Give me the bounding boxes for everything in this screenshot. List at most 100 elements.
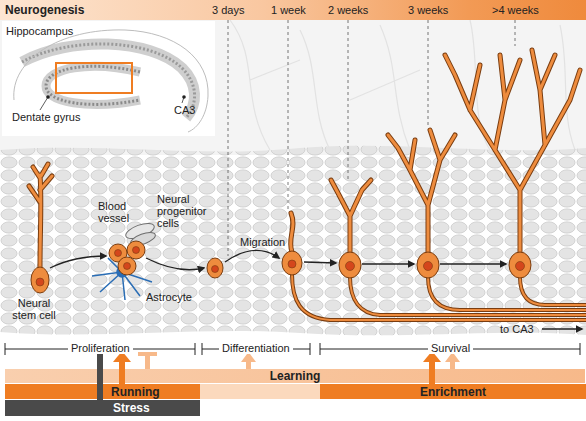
nuclei	[133, 247, 140, 254]
nuclei	[36, 247, 525, 287]
cell-bodies	[339, 252, 361, 278]
band-label: Stress	[113, 401, 150, 415]
stage-brackets	[202, 343, 310, 355]
hippocampus-inset	[46, 95, 50, 99]
cell-bodies	[31, 241, 531, 293]
learning-survival-arrow	[450, 361, 455, 369]
nuclei	[346, 262, 355, 271]
band-gap	[200, 384, 320, 399]
nuclei	[516, 262, 525, 271]
nuclei	[124, 263, 131, 270]
time-marker-lines	[228, 20, 229, 256]
hippocampus-inset	[2, 21, 215, 136]
development-arrows	[50, 256, 106, 268]
axons	[292, 274, 586, 320]
stage-brackets	[5, 343, 580, 355]
hippocampus-inset	[2, 21, 215, 136]
nuclei	[424, 262, 433, 271]
dendrites	[29, 50, 580, 268]
enrichment-band: Enrichment	[320, 384, 586, 399]
time-label: 3 days	[212, 4, 244, 16]
development-arrows	[50, 250, 582, 329]
region-label: Dentate gyrus	[12, 111, 80, 123]
hippocampus-inset	[46, 66, 140, 104]
learning-arrow	[241, 352, 256, 369]
development-arrows	[146, 258, 204, 270]
region-label: Hippocampus	[6, 25, 73, 37]
cell-bodies	[282, 251, 302, 275]
learning-arrow	[246, 361, 251, 369]
stress-band: Stress	[5, 400, 200, 416]
nuclei	[288, 260, 296, 268]
cell-bodies	[417, 252, 439, 278]
stage-label: Proliferation	[68, 342, 133, 354]
projection-label: to CA3	[500, 323, 534, 335]
dendrites	[29, 50, 580, 268]
cell-bodies	[509, 252, 531, 278]
band-label: Running	[111, 385, 160, 399]
band-label: Learning	[270, 369, 321, 383]
stage-label: Survival	[428, 342, 473, 354]
nuclei	[115, 250, 122, 257]
nuclei	[36, 278, 44, 286]
development-arrows	[304, 262, 336, 263]
learning-survival-arrow	[445, 352, 460, 369]
dendrites	[29, 50, 580, 268]
enrichment-arrow	[429, 361, 435, 384]
time-label: >4 weeks	[492, 4, 539, 16]
time-marker-lines	[348, 20, 349, 182]
cell-label: Blood vessel	[98, 200, 140, 224]
learning-inhibition	[138, 352, 157, 369]
time-marker-lines	[515, 20, 516, 46]
time-marker-lines	[228, 20, 515, 256]
cell-label: Neural progenitor cells	[157, 193, 217, 229]
stress-inhibition	[97, 353, 103, 400]
hippocampus-inset	[22, 44, 195, 118]
hippocampus-inset	[22, 44, 195, 118]
time-label: 2 weeks	[328, 4, 368, 16]
cell-bodies	[127, 241, 145, 259]
learning-inhibition	[145, 355, 150, 369]
astrocyte	[92, 258, 152, 300]
hippocampus-inset	[56, 63, 132, 93]
time-marker-lines	[428, 20, 429, 126]
region-label: CA3	[174, 104, 195, 116]
enrichment-arrow	[423, 351, 441, 384]
band-label: Enrichment	[420, 385, 486, 399]
tissue-background	[230, 20, 575, 150]
time-label: 1 week	[271, 4, 306, 16]
development-arrows	[542, 328, 582, 329]
development-arrows	[440, 263, 506, 264]
learning-inhibition	[138, 352, 157, 356]
stage-label: Differentiation	[219, 342, 293, 354]
cell-bodies	[31, 267, 49, 293]
cell-bodies	[207, 258, 223, 278]
tissue-background	[0, 20, 586, 335]
process-label: Migration	[240, 236, 285, 248]
axons	[292, 274, 586, 320]
astrocyte	[92, 258, 152, 300]
running-arrow	[119, 361, 125, 384]
stage-brackets	[5, 343, 195, 355]
time-marker-lines	[288, 20, 289, 212]
axons	[292, 274, 586, 320]
hippocampus-inset	[40, 97, 184, 110]
cell-label: Neural stem cell	[8, 297, 60, 321]
stage-brackets	[320, 343, 580, 355]
learning-band: Learning	[5, 369, 585, 383]
hippocampus-inset	[182, 95, 186, 99]
development-arrows	[362, 263, 414, 264]
development-arrows	[225, 250, 279, 262]
running-band: Running	[5, 384, 200, 399]
nuclei	[212, 266, 219, 273]
running-arrow	[113, 351, 131, 384]
band-label: Neurogenesis	[5, 3, 84, 17]
time-label: 3 weeks	[408, 4, 448, 16]
cell-label: Astrocyte	[146, 291, 192, 303]
cell-bodies	[118, 257, 136, 275]
stress-inhibition	[89, 350, 111, 400]
